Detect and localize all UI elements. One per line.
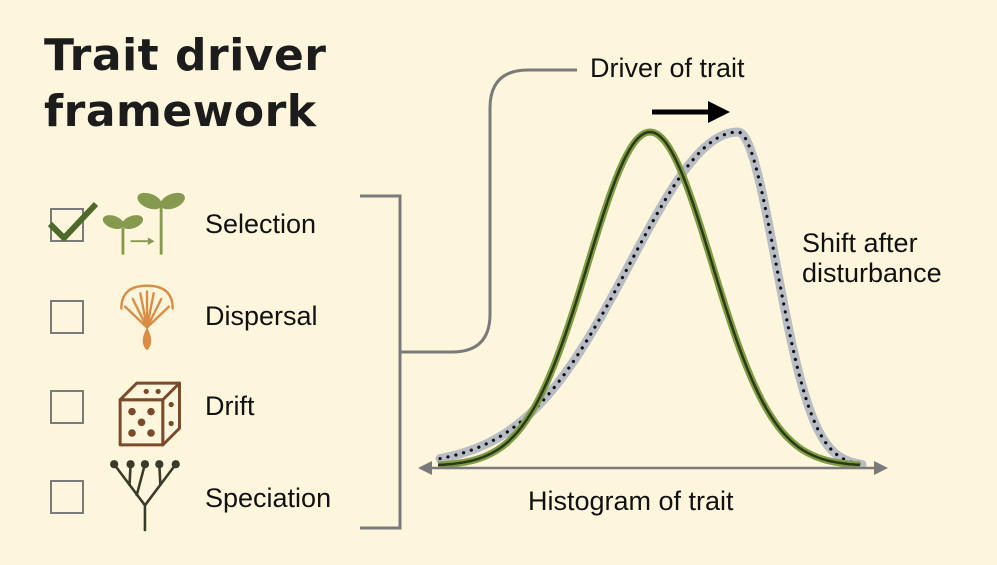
parachute-seed-icon xyxy=(120,284,174,351)
checkbox-drift[interactable] xyxy=(50,390,84,424)
list-item-selection[interactable]: Selection xyxy=(0,190,360,255)
checkbox-dispersal[interactable] xyxy=(50,300,84,334)
original-distribution-curve xyxy=(437,128,861,469)
phylogeny-tree-icon xyxy=(110,460,180,532)
item-label-speciation: Speciation xyxy=(205,483,332,513)
title-line-1: Trait driver xyxy=(44,30,327,81)
checkmark-icon xyxy=(47,201,99,241)
list-item-dispersal[interactable]: Dispersal xyxy=(0,280,360,351)
shifted-distribution-dots xyxy=(438,130,864,466)
title-line-2: framework xyxy=(44,86,317,137)
item-label-selection: Selection xyxy=(205,209,317,239)
checkbox-speciation[interactable] xyxy=(50,480,84,514)
list-item-drift[interactable]: Drift xyxy=(0,370,360,447)
dice-icon xyxy=(118,381,181,447)
seedling-icon xyxy=(102,192,185,255)
shift-label: Shift after disturbance xyxy=(802,228,942,288)
shift-arrow-icon xyxy=(652,101,730,123)
driver-label: Driver of trait xyxy=(590,53,745,83)
page-title: Trait driver framework xyxy=(44,28,364,140)
shift-label-line-1: Shift after xyxy=(802,228,918,258)
driver-connector xyxy=(400,68,577,354)
item-label-dispersal: Dispersal xyxy=(205,301,318,331)
histogram-axis xyxy=(418,461,888,475)
driver-bracket xyxy=(360,194,402,530)
original-distribution-core xyxy=(437,130,861,467)
shifted-distribution-curve xyxy=(435,127,867,469)
shift-label-line-2: disturbance xyxy=(802,258,942,288)
histogram-label: Histogram of trait xyxy=(528,486,734,516)
item-label-drift: Drift xyxy=(205,391,255,421)
list-item-speciation[interactable]: Speciation xyxy=(0,458,360,532)
